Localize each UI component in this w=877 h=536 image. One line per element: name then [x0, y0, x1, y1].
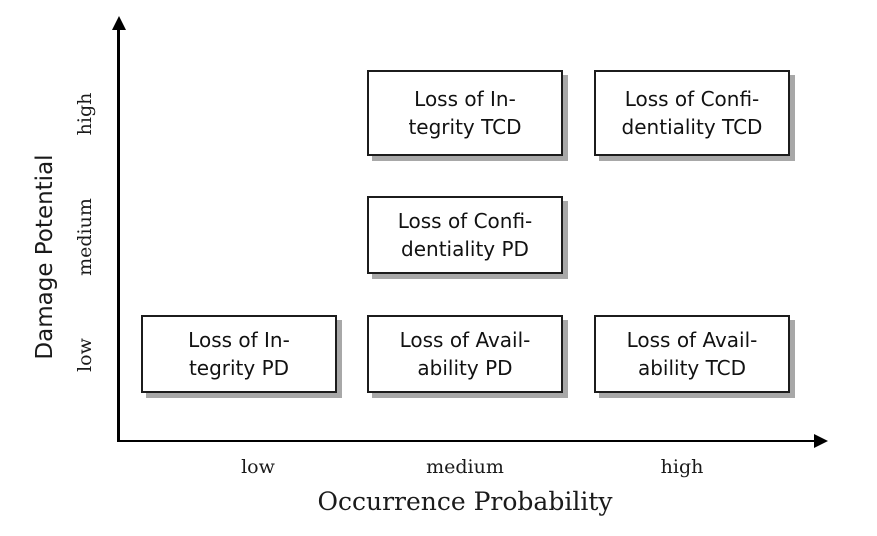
y-axis-arrow-icon — [111, 16, 126, 30]
cell-label-line1: Loss of Confi- — [397, 208, 533, 233]
x-axis-title: Occurrence Probability — [317, 487, 613, 516]
x-tick-low: low — [241, 456, 275, 478]
cell-label-line2: dentiality PD — [401, 237, 529, 261]
cell-label-line1: Loss of Avail- — [626, 327, 758, 352]
cell-loss-of-integrity-pd[interactable]: Loss of In- tegrity PD — [141, 315, 337, 393]
cell-label-line2: tegrity TCD — [408, 115, 522, 139]
cell-label-line1: Loss of Confi- — [624, 86, 760, 111]
cell-label-line2: dentiality TCD — [621, 115, 763, 139]
x-axis-arrow-icon — [814, 433, 828, 448]
cell-label: Loss of In- tegrity TCD — [402, 85, 527, 142]
cell-label-line2: ability PD — [417, 356, 513, 380]
y-tick-medium: medium — [74, 198, 96, 276]
cell-loss-of-availability-tcd[interactable]: Loss of Avail- ability TCD — [594, 315, 790, 393]
cell-loss-of-confidentiality-pd[interactable]: Loss of Confi- dentiality PD — [367, 196, 563, 274]
cell-label-line1: Loss of In- — [188, 327, 290, 352]
y-tick-high: high — [74, 92, 96, 136]
cell-label-line2: ability TCD — [637, 356, 747, 380]
x-axis-line — [117, 439, 817, 442]
cell-label: Loss of Confi- dentiality TCD — [616, 85, 769, 142]
cell-label-line1: Loss of In- — [414, 86, 516, 111]
y-axis-title: Damage Potential — [32, 154, 58, 360]
y-tick-low: low — [74, 338, 96, 372]
cell-loss-of-integrity-tcd[interactable]: Loss of In- tegrity TCD — [367, 70, 563, 156]
cell-label: Loss of Confi- dentiality PD — [392, 207, 539, 264]
cell-label-line1: Loss of Avail- — [399, 327, 531, 352]
cell-label: Loss of Avail- ability PD — [394, 326, 537, 383]
cell-label: Loss of Avail- ability TCD — [621, 326, 764, 383]
cell-label-line2: tegrity PD — [188, 356, 290, 380]
x-tick-high: high — [660, 456, 704, 478]
cell-label: Loss of In- tegrity PD — [182, 326, 296, 383]
cell-loss-of-availability-pd[interactable]: Loss of Avail- ability PD — [367, 315, 563, 393]
cell-loss-of-confidentiality-tcd[interactable]: Loss of Confi- dentiality TCD — [594, 70, 790, 156]
y-axis-line — [117, 26, 120, 442]
x-tick-medium: medium — [426, 456, 504, 478]
